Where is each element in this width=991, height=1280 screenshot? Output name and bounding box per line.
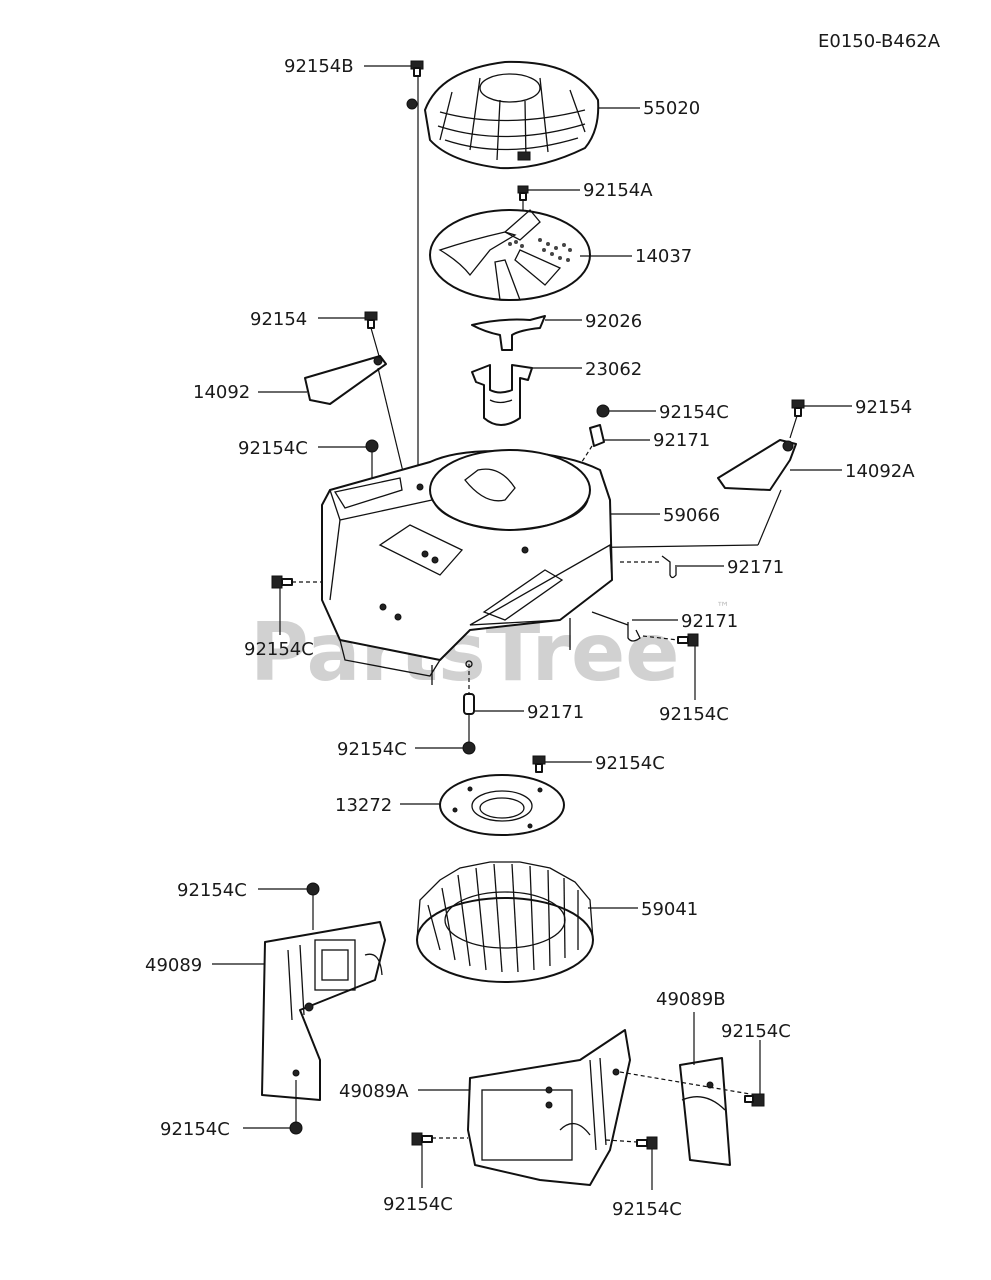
part-14092-plate[interactable] xyxy=(304,355,387,405)
part-92171-clip-top[interactable] xyxy=(589,424,605,447)
part-92154C-bolt-left[interactable] xyxy=(271,575,293,589)
label-92154C-shield: 92154C xyxy=(177,880,247,901)
label-92154C-right: 92154C xyxy=(659,704,729,725)
part-13272-plate[interactable] xyxy=(439,774,565,836)
part-55020-screen-cover[interactable] xyxy=(406,60,600,170)
label-49089A: 49089A xyxy=(339,1081,409,1102)
part-92154-bolt-right[interactable] xyxy=(791,399,805,417)
part-49089A-shield[interactable] xyxy=(467,1029,631,1186)
label-92154C-center: 92154C xyxy=(337,739,407,760)
label-92171-top: 92171 xyxy=(653,430,710,451)
part-92171-clip-bottom[interactable] xyxy=(463,693,475,715)
part-92154C-bolt-plate[interactable] xyxy=(532,755,546,773)
label-92026: 92026 xyxy=(585,311,642,332)
label-92154-left: 92154 xyxy=(250,309,307,330)
label-14037: 14037 xyxy=(635,246,692,267)
label-92171-lower: 92171 xyxy=(681,611,738,632)
label-92154C-plate: 92154C xyxy=(595,753,665,774)
part-92154-bolt-left[interactable] xyxy=(364,311,378,329)
label-92154C-bottom-b: 92154C xyxy=(612,1199,682,1220)
label-49089: 49089 xyxy=(145,955,202,976)
part-92154B-bolt[interactable] xyxy=(410,60,424,77)
part-14092A-plate[interactable] xyxy=(717,439,797,491)
part-92154A-bolt[interactable] xyxy=(517,185,529,201)
part-92154C-bolt-bottom-left[interactable] xyxy=(289,1121,303,1135)
label-92154C-bottom-a: 92154C xyxy=(383,1194,453,1215)
label-14092A: 14092A xyxy=(845,461,915,482)
watermark-tm: ™ xyxy=(716,600,730,616)
label-92171-right: 92171 xyxy=(727,557,784,578)
label-49089B: 49089B xyxy=(656,989,726,1010)
part-92171-clip-right[interactable] xyxy=(661,555,677,579)
label-92154C-mid: 92154C xyxy=(238,438,308,459)
diagram-id: E0150-B462A xyxy=(818,31,941,52)
label-92171-bottom: 92171 xyxy=(527,702,584,723)
label-92154C-bottom-right: 92154C xyxy=(721,1021,791,1042)
part-92154C-bolt-bottom-right[interactable] xyxy=(744,1093,765,1107)
part-23062-bracket[interactable] xyxy=(471,364,533,426)
label-59066: 59066 xyxy=(663,505,720,526)
part-59066-blower-housing[interactable] xyxy=(321,449,613,685)
label-92154B: 92154B xyxy=(284,56,354,77)
part-92154C-bolt-top[interactable] xyxy=(596,404,610,418)
label-13272: 13272 xyxy=(335,795,392,816)
part-14037-screen[interactable] xyxy=(429,209,591,301)
label-23062: 23062 xyxy=(585,359,642,380)
label-92154C-bottom-left: 92154C xyxy=(160,1119,230,1140)
part-92026-plate[interactable] xyxy=(471,315,546,351)
part-92154C-bolt-center[interactable] xyxy=(462,741,476,755)
label-59041: 59041 xyxy=(641,899,698,920)
label-92154A: 92154A xyxy=(583,180,653,201)
part-49089-shield[interactable] xyxy=(261,921,386,1101)
part-92154C-bolt-mid-left[interactable] xyxy=(365,439,379,453)
part-92154C-bolt-bottom-a[interactable] xyxy=(411,1132,433,1146)
label-92154C-left: 92154C xyxy=(244,639,314,660)
part-59041-fan[interactable] xyxy=(416,861,594,983)
label-14092: 14092 xyxy=(193,382,250,403)
part-49089B-plate[interactable] xyxy=(679,1057,731,1166)
part-92171-clip-lower[interactable] xyxy=(627,622,641,642)
part-92154C-bolt-bottom-b[interactable] xyxy=(636,1136,658,1150)
label-92154C-top-right: 92154C xyxy=(659,402,729,423)
part-92154C-bolt-shield[interactable] xyxy=(306,882,320,896)
label-92154-right: 92154 xyxy=(855,397,912,418)
part-92154C-bolt-right[interactable] xyxy=(677,633,699,647)
label-55020: 55020 xyxy=(643,98,700,119)
